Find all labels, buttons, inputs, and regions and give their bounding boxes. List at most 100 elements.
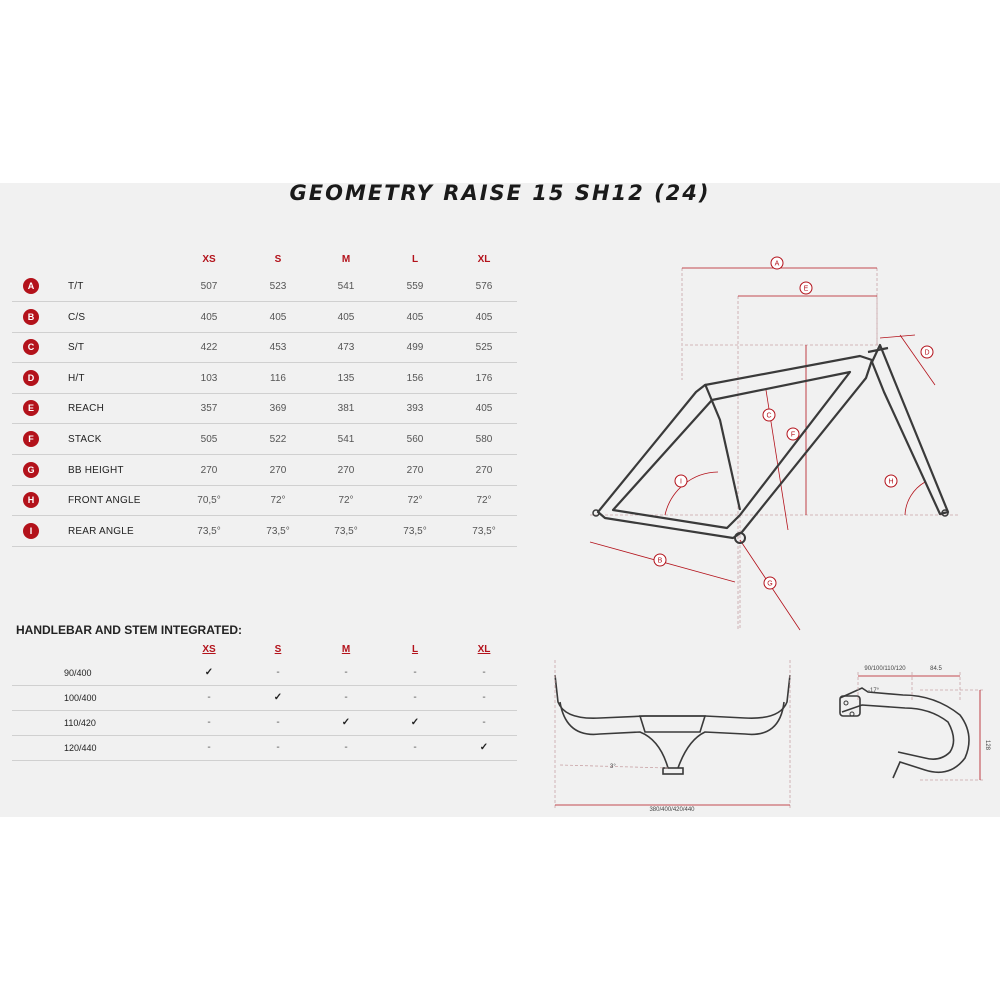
row-key-badge: D — [23, 369, 39, 386]
bar-width-label: 380/400/420/440 — [649, 807, 695, 813]
stem-angle-label: -17° — [868, 688, 880, 694]
size-head-xs: XS — [202, 254, 216, 265]
dash-cell: - — [276, 667, 280, 678]
row-key-badge: E — [23, 400, 39, 417]
value-cell: 522 — [269, 434, 287, 445]
value-cell: 453 — [269, 342, 287, 354]
value-cell: 103 — [200, 372, 218, 384]
value-cell: 72° — [338, 495, 354, 507]
marker-label: F — [791, 432, 795, 439]
handlebar-front-guides — [554, 660, 791, 810]
value-cell: 507 — [200, 281, 218, 292]
row-key-badge: A — [23, 278, 39, 294]
geometry-row: B C/S 405 405 405 405 405 — [12, 302, 517, 333]
drop-label: 128 — [984, 740, 990, 751]
marker-label: A — [775, 261, 780, 268]
value-cell: 270 — [406, 464, 424, 476]
handlebar-front-outline — [554, 674, 791, 775]
handlebar-row: 110/420--✓✓- — [12, 711, 517, 736]
size-head-l: L — [411, 254, 419, 265]
dash-cell: - — [344, 692, 348, 703]
marker-a: A — [770, 256, 784, 270]
value-cell: 135 — [337, 372, 355, 384]
handlebar-side-outline — [839, 687, 970, 779]
marker-label: I — [680, 479, 682, 486]
row-key-badge: H — [23, 492, 39, 509]
check-icon: ✓ — [273, 692, 283, 703]
parameter-label: H/T — [68, 372, 85, 384]
row-key-badge: C — [23, 339, 39, 356]
value-cell: 405 — [269, 311, 287, 323]
value-cell: 405 — [475, 311, 493, 323]
dash-cell: - — [207, 742, 211, 753]
hs-head-xs: XS — [202, 644, 216, 655]
value-cell: 405 — [337, 311, 355, 323]
marker-label: C — [766, 413, 771, 420]
handlebar-row: 120/440----✓ — [12, 736, 517, 761]
row-key-badge: G — [23, 461, 39, 478]
hs-head-m: M — [341, 644, 351, 655]
parameter-label: FRONT ANGLE — [68, 495, 141, 507]
check-icon: ✓ — [341, 717, 351, 728]
value-cell: 156 — [406, 372, 424, 384]
parameter-label: BB HEIGHT — [68, 464, 124, 476]
hs-head-s: S — [274, 644, 282, 655]
row-key-badge: B — [23, 308, 39, 325]
dimension-markers: A E C D F G H I B — [653, 256, 934, 590]
value-cell: 270 — [337, 464, 355, 476]
marker-h: H — [884, 474, 898, 488]
stem-bolt-lower — [849, 711, 855, 717]
value-cell: 270 — [200, 464, 218, 476]
geometry-panel — [0, 183, 1000, 817]
handlebar-size-label: 120/440 — [64, 743, 97, 753]
handlebar-size-label: 100/400 — [64, 693, 97, 703]
frame-geometry-diagram: A E C D F G H I B — [589, 256, 960, 631]
marker-label: E — [804, 286, 809, 293]
value-cell: 559 — [406, 281, 424, 292]
marker-label: D — [924, 350, 929, 357]
handlebar-size-label: 110/420 — [64, 718, 96, 728]
marker-label: G — [767, 581, 772, 588]
value-cell: 73,5° — [472, 525, 496, 537]
check-icon: ✓ — [204, 667, 214, 678]
marker-d: D — [920, 345, 934, 359]
value-cell: 73,5° — [403, 525, 427, 537]
parameter-label: STACK — [68, 434, 102, 445]
dash-cell: - — [482, 692, 486, 703]
hs-head-l: L — [411, 644, 419, 655]
value-cell: 405 — [406, 311, 424, 323]
dash-cell: - — [482, 667, 486, 678]
marker-f: F — [786, 427, 800, 441]
row-key-badge: F — [23, 431, 39, 447]
value-cell: 116 — [270, 372, 286, 384]
parameter-label: C/S — [68, 311, 86, 323]
stem-length-label: 90/100/110/120 — [864, 666, 906, 672]
value-cell: 72° — [407, 495, 423, 507]
dash-cell: - — [413, 692, 417, 703]
dimension-lines — [589, 267, 936, 631]
value-cell: 270 — [269, 464, 287, 476]
size-head-s: S — [274, 254, 282, 265]
value-cell: 580 — [475, 434, 493, 445]
value-cell: 73,5° — [266, 525, 290, 537]
value-cell: 523 — [269, 281, 287, 292]
dash-cell: - — [276, 742, 280, 753]
dash-cell: - — [413, 667, 417, 678]
value-cell: 405 — [200, 311, 218, 323]
marker-c: C — [762, 408, 776, 422]
page-title: GEOMETRY RAISE 15 SH12 (24) — [289, 181, 711, 205]
value-cell: 473 — [337, 342, 355, 354]
marker-e: E — [799, 281, 813, 295]
handlebar-side-diagram: 90/100/110/120 84.5 -17° 128 — [839, 666, 990, 781]
parameter-label: S/T — [68, 342, 85, 354]
parameter-label: REACH — [68, 403, 105, 415]
marker-label: B — [658, 558, 663, 565]
dash-cell: - — [207, 692, 211, 703]
value-cell: 393 — [406, 403, 424, 415]
front-dropout — [941, 509, 949, 517]
